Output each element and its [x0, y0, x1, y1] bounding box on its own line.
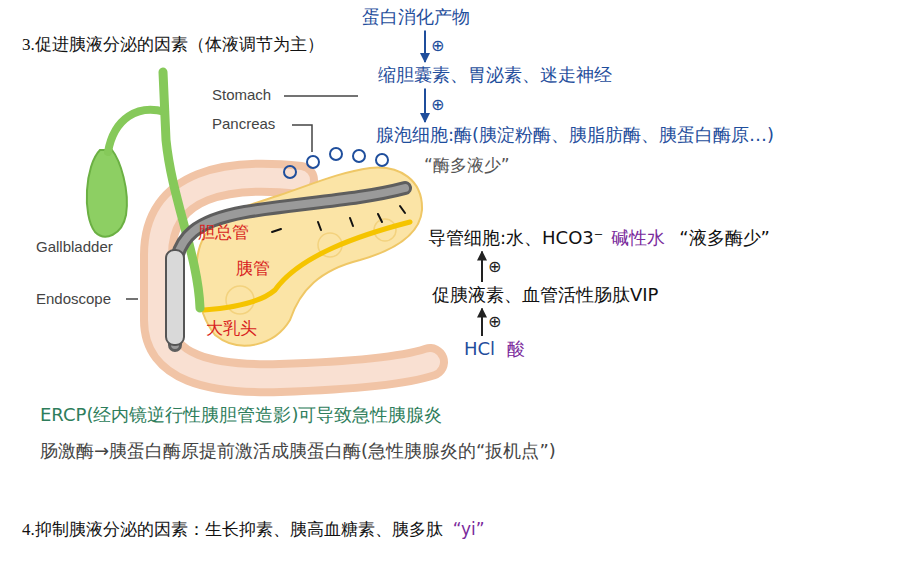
node-text: 蛋白消化产物: [362, 6, 470, 29]
structure-label: 胰管: [236, 258, 270, 279]
note-text: 酸: [507, 338, 525, 361]
note-text: “液多酶少”: [679, 227, 770, 250]
leader-lines: [126, 96, 358, 299]
acinar-cells: [284, 148, 388, 178]
stimulus-text: 蛋白消化产物: [362, 6, 470, 29]
organ-label: Endoscope: [36, 290, 111, 309]
mnemonic-text: “yi”: [453, 519, 485, 540]
plus-sign: ⊕: [430, 95, 445, 115]
node-text: 导管细胞:水、HCO3⁻: [428, 227, 603, 250]
node-text: HCl: [464, 338, 495, 361]
arrow-connector: [481, 252, 483, 283]
structure-label: 胆总管: [198, 222, 249, 243]
stimulus-text: HCl: [464, 338, 495, 361]
section-heading: 4.抑制胰液分泌的因素：生长抑素、胰高血糖素、胰多肽: [22, 519, 443, 540]
arrow-connector: [424, 31, 426, 63]
organ-label: Pancreas: [212, 115, 275, 134]
hormone-text: 缩胆囊素、胃泌素、迷走神经: [378, 64, 612, 87]
organ-label: Stomach: [212, 86, 271, 105]
plus-sign: ⊕: [430, 36, 445, 56]
note-text: “酶多液少”: [424, 155, 510, 176]
endoscope: [166, 188, 405, 345]
clinical-note: ERCP(经内镜逆行性胰胆管造影)可导致急性胰腺炎: [40, 404, 442, 427]
structure-label: 大乳头: [206, 318, 257, 339]
duct-cell-text: 导管细胞:水、HCO3⁻: [428, 227, 603, 250]
duct-cell-marks: [272, 206, 405, 232]
note-text: 碱性水: [611, 227, 665, 250]
organ-label: Gallbladder: [36, 238, 113, 257]
acinar-cell-text: 腺泡细胞:酶(胰淀粉酶、胰脂肪酶、胰蛋白酶原…): [376, 124, 774, 147]
plus-sign: ⊕: [487, 257, 502, 277]
arrow-connector: [424, 89, 426, 123]
hormone-text: 促胰液素、血管活性肠肽VIP: [432, 284, 658, 307]
node-text: 腺泡细胞:酶(胰淀粉酶、胰脂肪酶、胰蛋白酶原…): [376, 124, 774, 147]
node-text: 促胰液素、血管活性肠肽VIP: [432, 284, 658, 307]
plus-sign: ⊕: [487, 312, 502, 332]
section-heading: 3.促进胰液分泌的因素（体液调节为主）: [22, 34, 324, 55]
clinical-note: 肠激酶→胰蛋白酶原提前激活成胰蛋白酶(急性胰腺炎的“扳机点”): [40, 440, 556, 463]
node-text: 缩胆囊素、胃泌素、迷走神经: [378, 64, 612, 87]
arrow-connector: [481, 309, 483, 337]
